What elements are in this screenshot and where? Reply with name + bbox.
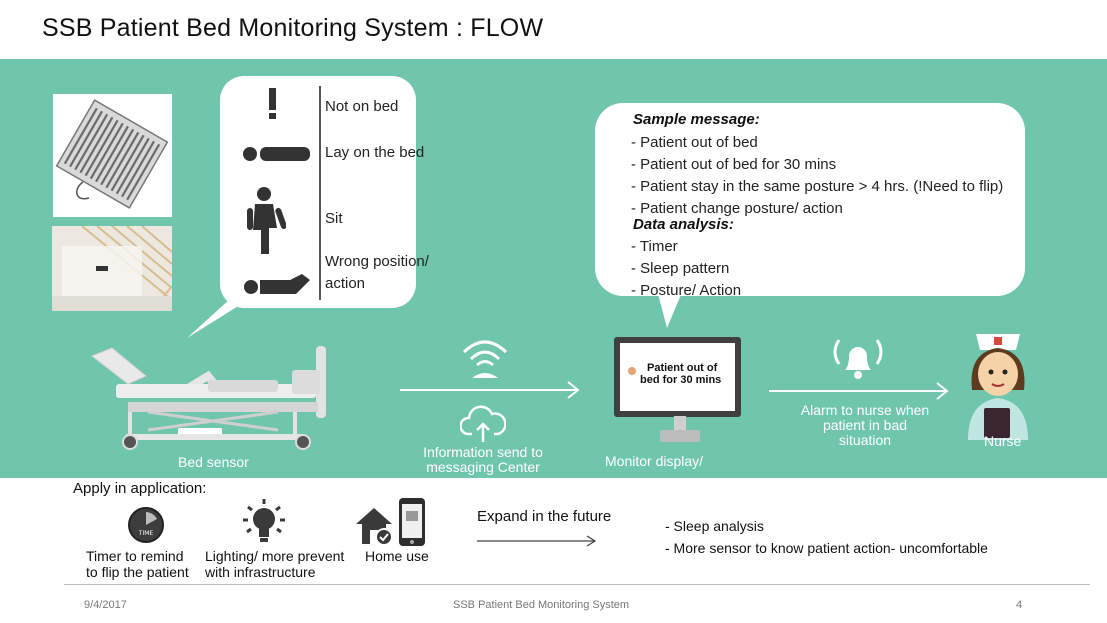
footer-page-number: 4: [1016, 599, 1023, 611]
apply-title: Apply in application:: [73, 480, 207, 497]
analysis-line-3: - Posture/ Action: [631, 282, 742, 299]
monitor-message-line-2: bed for 30 mins: [640, 374, 722, 386]
future-item-1: - Sleep analysis: [665, 518, 764, 534]
position-label-sit: Sit: [325, 210, 343, 227]
position-label-wrong-position: Wrong position/: [325, 253, 429, 270]
footer-divider: [64, 584, 1090, 585]
timer-label-2: to flip the patient: [86, 564, 189, 580]
nurse-label: Nurse: [984, 433, 1022, 449]
position-label-lay-on-bed: Lay on the bed: [325, 144, 425, 161]
lighting-label-1: Lighting/ more prevent: [205, 548, 345, 564]
sample-line-3: - Patient stay in the same posture > 4 h…: [631, 178, 1004, 195]
position-label-not-on-bed: Not on bed: [325, 98, 399, 115]
sample-message-heading: Sample message:: [633, 111, 760, 128]
wrong-position-icon: [244, 274, 310, 294]
monitor-alert-dot: [628, 367, 636, 375]
alarm-label-3: situation: [838, 432, 892, 448]
home-use-label: Home use: [365, 548, 429, 564]
monitor-message-line-1: Patient out of: [647, 362, 718, 374]
alarm-bell-icon: [833, 339, 883, 379]
slide-title: SSB Patient Bed Monitoring System : FLOW: [42, 14, 544, 42]
monitor-stand: [660, 416, 700, 442]
analysis-line-2: - Sleep pattern: [631, 260, 730, 277]
flow-arrow-1: [400, 381, 580, 399]
data-analysis-heading: Data analysis:: [633, 216, 734, 233]
wifi-icon: [462, 340, 508, 378]
position-bubble-tail: [187, 290, 264, 338]
position-bubble: [220, 76, 416, 308]
position-label-action: action: [325, 275, 366, 292]
sample-line-1: - Patient out of bed: [631, 134, 758, 151]
flow-arrow-2: [769, 382, 949, 400]
cloud-upload-icon: [460, 405, 506, 442]
sample-bubble-tail: [657, 290, 683, 328]
svg-text:TIME: TIME: [138, 530, 154, 537]
bubble-divider: [319, 86, 321, 300]
monitor-message: Patient out of bed for 30 mins: [640, 362, 721, 386]
info-send-label-2: messaging Center: [426, 459, 540, 475]
monitor-screen: [620, 343, 735, 411]
bed-sensor-label: Bed sensor: [178, 454, 249, 470]
alarm-label-2: patient in bad: [822, 417, 908, 433]
nurse-icon: [968, 334, 1028, 440]
lighting-label-2: with infrastructure: [205, 564, 316, 580]
home-icon: [356, 508, 393, 546]
timer-icon: TIME: [128, 507, 164, 543]
sample-line-2: - Patient out of bed for 30 mins: [631, 156, 837, 173]
expand-arrow: [477, 535, 597, 547]
analysis-line-1: - Timer: [631, 238, 678, 255]
footer-date: 9/4/2017: [84, 599, 127, 611]
sample-line-4: - Patient change posture/ action: [631, 200, 843, 217]
sensor-mat-photo: [53, 94, 172, 217]
hospital-bed-icon: [91, 346, 326, 450]
info-send-label-1: Information send to: [423, 444, 543, 460]
alarm-label-1: Alarm to nurse when: [800, 402, 930, 418]
future-item-2: - More sensor to know patient action- un…: [665, 540, 988, 556]
timer-label-1: Timer to remind: [86, 548, 184, 564]
bed-with-sensor-photo: [52, 226, 172, 311]
smartphone-icon: [399, 498, 425, 546]
sample-message-bubble: [595, 103, 1025, 296]
expand-future-label: Expand in the future: [477, 508, 612, 525]
footer-title: SSB Patient Bed Monitoring System: [453, 599, 630, 611]
lying-person-icon: [243, 147, 310, 161]
monitor-display-label: Monitor display/: [605, 453, 704, 469]
exclamation-icon: [269, 88, 276, 119]
sitting-person-icon: [247, 187, 286, 254]
light-bulb-icon: [243, 499, 285, 542]
